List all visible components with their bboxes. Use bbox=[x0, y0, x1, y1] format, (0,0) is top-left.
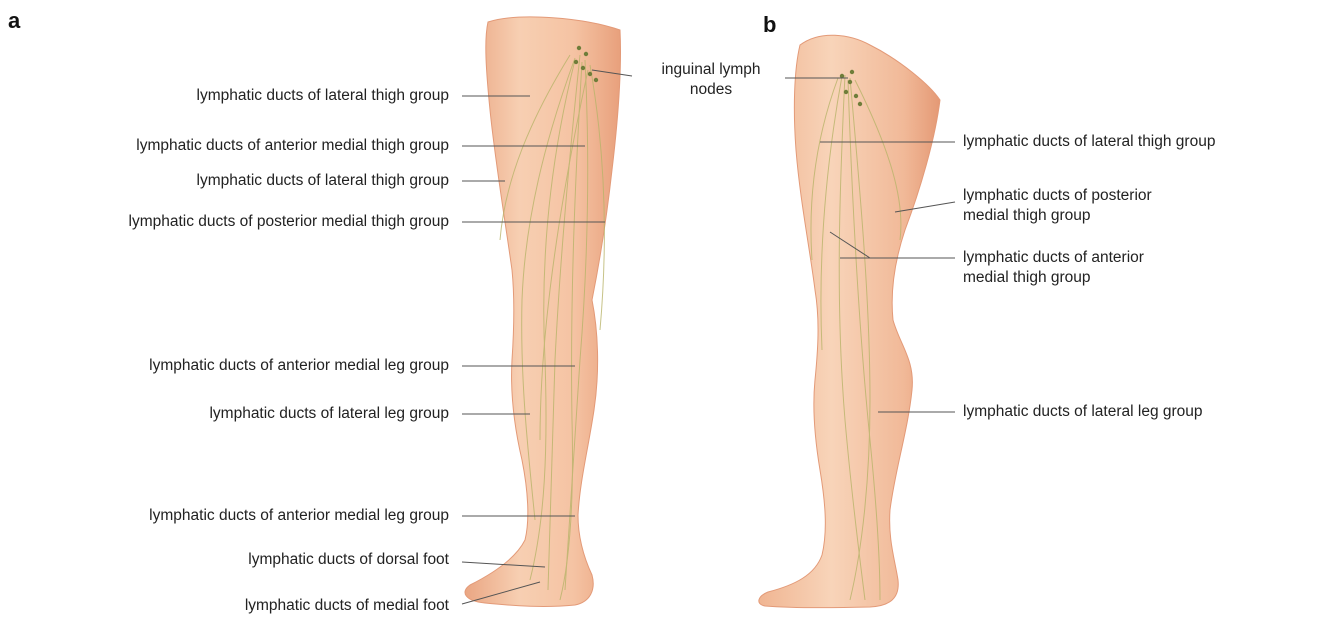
label-a-anterior-medial-thigh: lymphatic ducts of anterior medial thigh… bbox=[136, 136, 449, 156]
label-b-posterior-medial-thigh: lymphatic ducts of posterior medial thig… bbox=[963, 186, 1152, 226]
label-a-posterior-medial-thigh: lymphatic ducts of posterior medial thig… bbox=[129, 212, 450, 232]
label-inguinal-lymph-nodes: inguinal lymph nodes bbox=[636, 60, 786, 100]
label-a-dorsal-foot: lymphatic ducts of dorsal foot bbox=[248, 550, 449, 570]
label-a-lateral-leg: lymphatic ducts of lateral leg group bbox=[209, 404, 449, 424]
label-a-medial-foot: lymphatic ducts of medial foot bbox=[245, 596, 449, 616]
label-b-anterior-line1: lymphatic ducts of anterior bbox=[963, 248, 1144, 268]
label-inguinal-line2: nodes bbox=[636, 80, 786, 100]
label-a-anterior-medial-leg-2: lymphatic ducts of anterior medial leg g… bbox=[149, 506, 449, 526]
label-b-posterior-line2: medial thigh group bbox=[963, 206, 1152, 226]
label-a-lateral-thigh-2: lymphatic ducts of lateral thigh group bbox=[197, 171, 449, 191]
panel-letter-b: b bbox=[763, 12, 776, 38]
label-inguinal-line1: inguinal lymph bbox=[636, 60, 786, 80]
label-b-posterior-line1: lymphatic ducts of posterior bbox=[963, 186, 1152, 206]
leg-a-shape bbox=[465, 17, 621, 607]
label-b-lateral-thigh: lymphatic ducts of lateral thigh group bbox=[963, 132, 1215, 152]
label-b-anterior-medial-thigh: lymphatic ducts of anterior medial thigh… bbox=[963, 248, 1144, 288]
label-b-lateral-leg: lymphatic ducts of lateral leg group bbox=[963, 402, 1203, 422]
label-a-lateral-thigh-1: lymphatic ducts of lateral thigh group bbox=[197, 86, 449, 106]
label-b-anterior-line2: medial thigh group bbox=[963, 268, 1144, 288]
label-a-anterior-medial-leg-1: lymphatic ducts of anterior medial leg g… bbox=[149, 356, 449, 376]
panel-letter-a: a bbox=[8, 8, 20, 34]
